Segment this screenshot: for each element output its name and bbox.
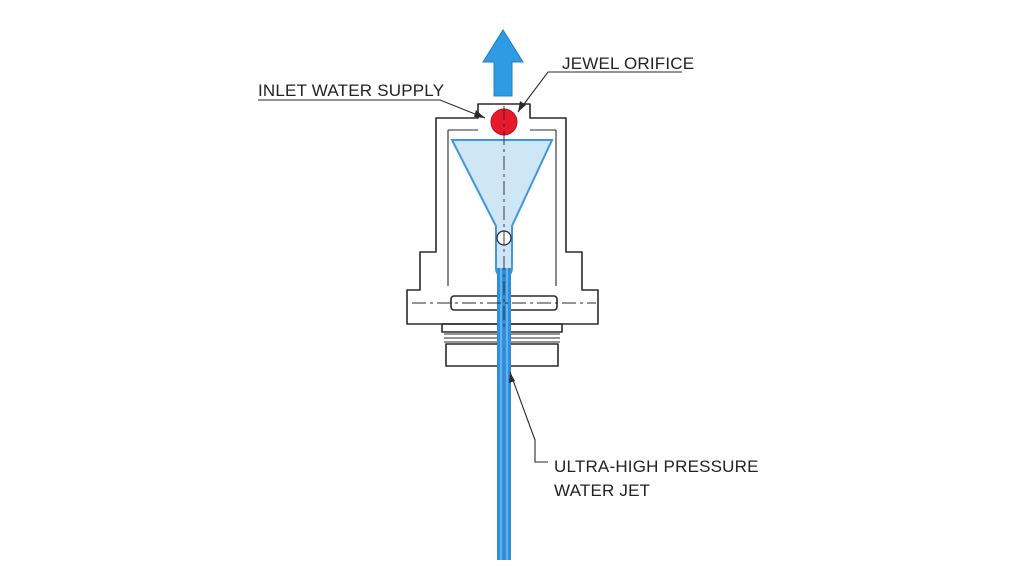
label-jet-line2: WATER JET (554, 481, 650, 500)
label-jet-line1: ULTRA-HIGH PRESSURE (554, 457, 759, 476)
inlet-leader (258, 99, 486, 119)
jet-leader (509, 371, 548, 463)
jewel-leader (517, 71, 682, 113)
arrow-up-icon (482, 29, 524, 97)
water-jet (497, 268, 511, 560)
label-inlet-water-supply: INLET WATER SUPPLY (258, 81, 444, 100)
water-cone (450, 139, 554, 278)
nozzle-inner-wall (447, 129, 557, 286)
nozzle-body-upper (406, 103, 599, 325)
label-jewel-orifice: JEWEL ORIFICE (562, 54, 694, 73)
